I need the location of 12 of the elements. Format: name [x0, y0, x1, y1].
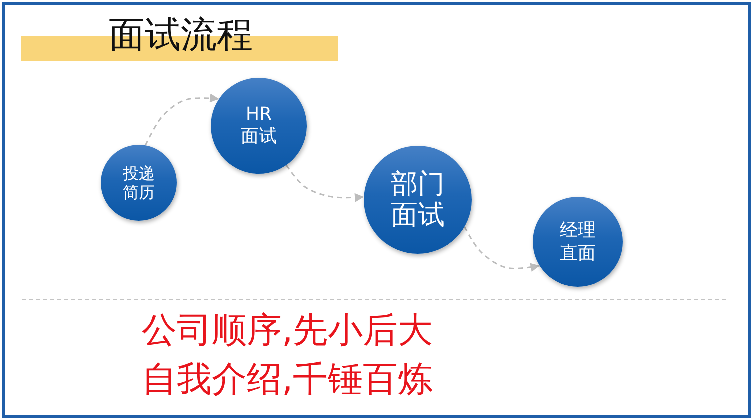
circle-node [533, 197, 623, 287]
node-label: 经理直面 [558, 219, 597, 265]
note-text: 自我介绍,千锤百炼 [142, 359, 434, 402]
node-label: HR面试 [240, 104, 278, 148]
dashed-arrow [144, 94, 220, 146]
circle-node [101, 145, 177, 221]
circle-node [211, 78, 307, 174]
node-label: 部门面试 [390, 169, 446, 231]
dashed-arrow [464, 226, 540, 272]
note-text: 公司顺序,先小后大 [142, 310, 434, 353]
node-label: 投递简历 [122, 164, 156, 202]
dashed-arrow [286, 164, 364, 202]
